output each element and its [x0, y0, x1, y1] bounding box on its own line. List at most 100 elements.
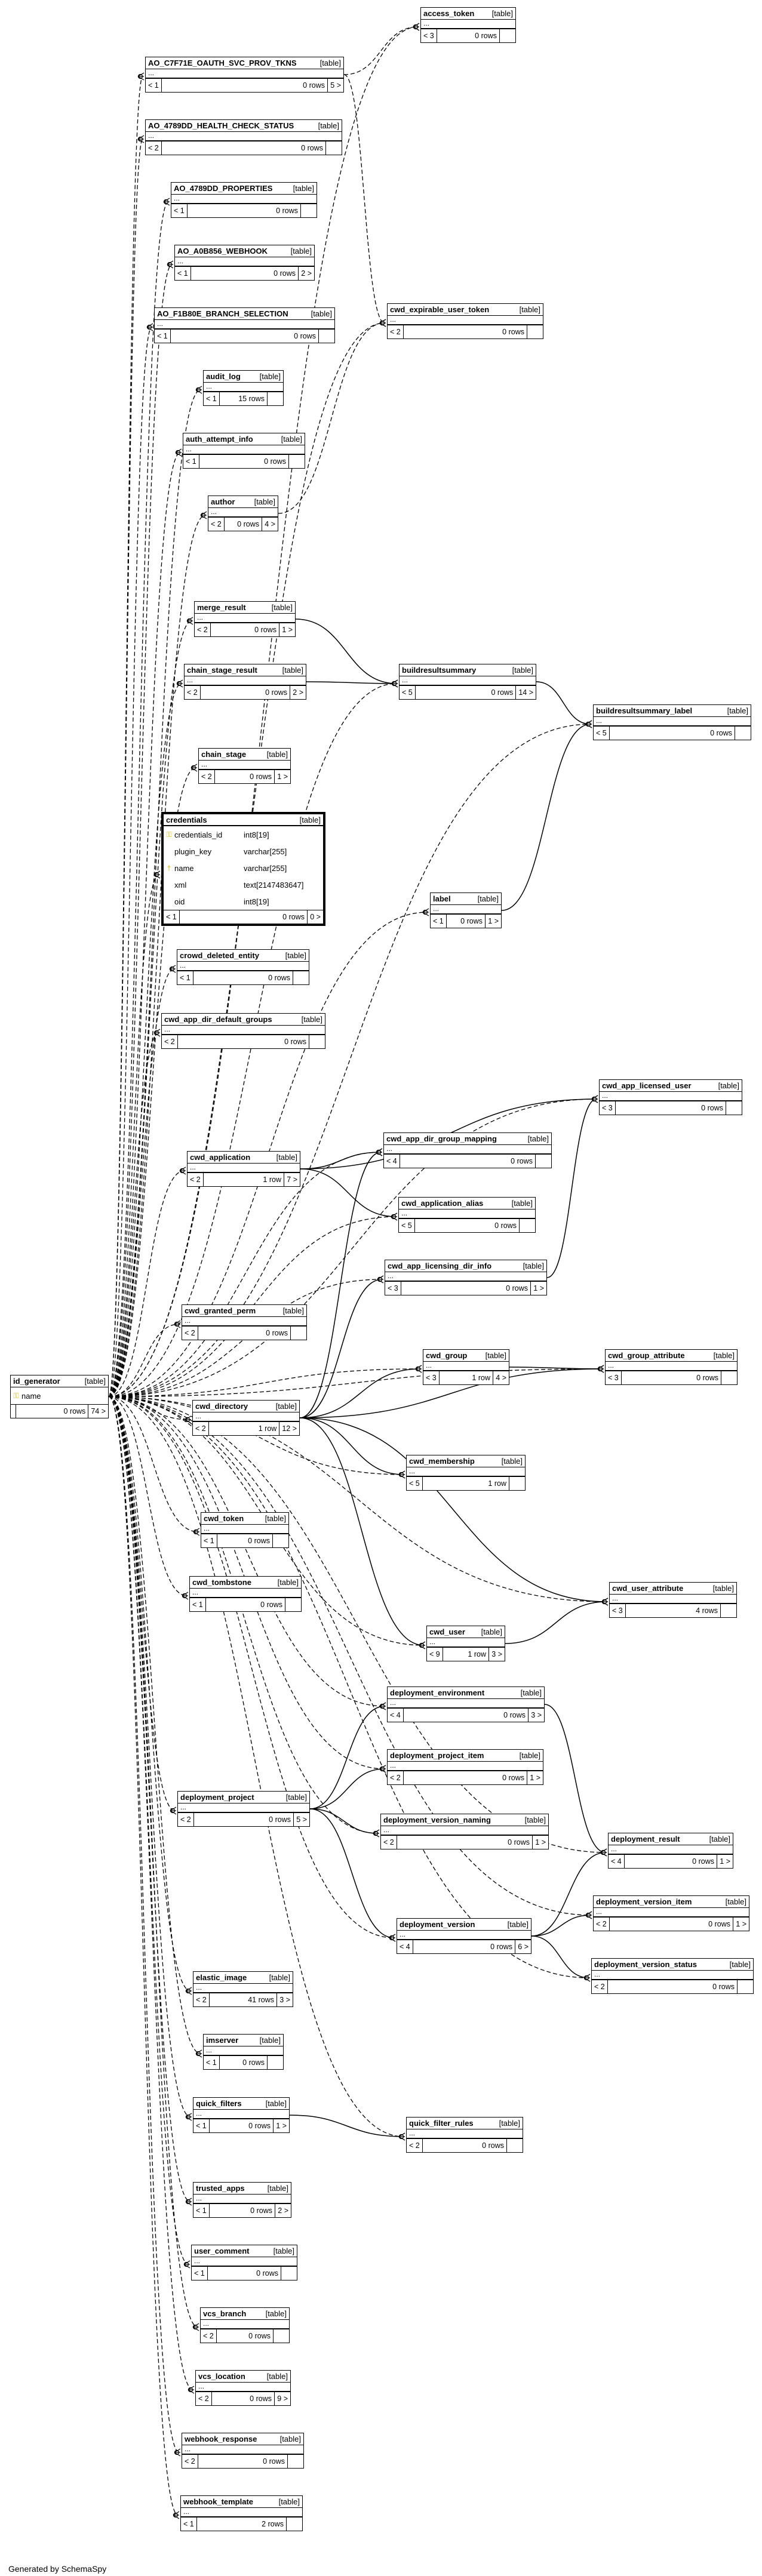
row-count[interactable]: 0 rows [220, 2056, 268, 2069]
child-count[interactable]: 1 > [535, 1838, 546, 1846]
parent-count[interactable]: < 2 [146, 141, 162, 155]
row-count[interactable]: 0 rows [162, 79, 328, 92]
child-count[interactable]: 1 > [736, 1920, 746, 1928]
row-count[interactable]: 0 rows [191, 267, 299, 280]
parent-count[interactable]: < 1 [181, 2517, 197, 2531]
row-count[interactable]: 0 rows [610, 1918, 733, 1931]
parent-count[interactable]: < 2 [196, 2392, 212, 2405]
child-count[interactable]: 1 > [530, 1774, 540, 1782]
child-count[interactable]: 1 > [533, 1284, 544, 1292]
row-count[interactable]: 0 rows [447, 915, 486, 928]
row-count[interactable]: 1 row [440, 1371, 493, 1384]
child-count[interactable]: 5 > [330, 81, 341, 90]
row-count[interactable]: 0 rows [217, 2329, 274, 2343]
row-count[interactable]: 0 rows [400, 1155, 536, 1168]
child-count[interactable] [721, 1604, 736, 1617]
child-count[interactable]: 9 > [277, 2395, 288, 2403]
parent-count[interactable]: < 1 [193, 2119, 210, 2132]
row-count[interactable]: 0 rows [171, 330, 319, 343]
child-count[interactable]: 1 > [720, 1857, 730, 1866]
child-count[interactable]: 3 > [279, 1996, 290, 2004]
child-count[interactable] [726, 1101, 742, 1115]
row-count[interactable]: 0 rows [193, 971, 293, 984]
parent-count[interactable] [11, 1405, 16, 1418]
child-count[interactable] [507, 2139, 523, 2152]
parent-count[interactable]: < 4 [609, 1855, 625, 1868]
row-count[interactable]: 15 rows [220, 392, 268, 405]
parent-count[interactable]: < 1 [193, 2204, 210, 2217]
row-count[interactable]: 0 rows [199, 455, 289, 468]
child-count[interactable]: 7 > [287, 1175, 297, 1184]
child-count[interactable]: 1 > [282, 626, 293, 634]
row-count[interactable]: 0 rows [210, 2119, 274, 2132]
parent-count[interactable]: < 3 [421, 29, 437, 42]
child-count[interactable]: 6 > [518, 1943, 529, 1951]
parent-count[interactable]: < 1 [431, 915, 447, 928]
parent-count[interactable]: < 2 [182, 2455, 198, 2468]
parent-count[interactable]: < 5 [400, 686, 416, 699]
table-node-ao-c7f71e[interactable]: AO_C7F71E_OAUTH_SVC_PROV_TKNS[table]...<… [145, 57, 344, 93]
parent-count[interactable]: < 1 [164, 910, 180, 924]
row-count[interactable]: 0 rows [212, 2392, 275, 2405]
parent-count[interactable]: < 2 [592, 1980, 608, 1993]
row-count[interactable]: 2 rows [197, 2517, 287, 2531]
row-count[interactable]: 0 rows [437, 29, 500, 42]
parent-count[interactable]: < 2 [594, 1918, 610, 1931]
row-count[interactable]: 0 rows [413, 1940, 515, 1953]
row-count[interactable]: 0 rows [211, 623, 279, 636]
child-count[interactable]: 4 > [496, 1374, 506, 1382]
child-count[interactable] [287, 2517, 302, 2531]
child-count[interactable] [288, 2455, 303, 2468]
parent-count[interactable]: < 1 [171, 204, 188, 217]
parent-count[interactable]: < 2 [162, 1035, 178, 1048]
row-count[interactable]: 0 rows [423, 2139, 507, 2152]
parent-count[interactable]: < 5 [407, 1477, 423, 1490]
child-count[interactable] [293, 971, 309, 984]
child-count[interactable] [301, 204, 317, 217]
row-count[interactable]: 0 rows [416, 686, 517, 699]
parent-count[interactable]: < 2 [199, 770, 215, 783]
parent-count[interactable]: < 1 [204, 392, 220, 405]
child-count[interactable] [281, 2267, 297, 2280]
parent-count[interactable]: < 1 [183, 455, 199, 468]
parent-count[interactable]: < 2 [407, 2139, 423, 2152]
parent-count[interactable]: < 3 [606, 1371, 622, 1384]
parent-count[interactable]: < 1 [175, 267, 191, 280]
child-count[interactable] [509, 1477, 525, 1490]
parent-count[interactable]: < 1 [155, 330, 171, 343]
child-count[interactable]: 4 > [265, 520, 275, 528]
row-count[interactable]: 1 row [423, 1477, 509, 1490]
parent-count[interactable]: < 2 [388, 1771, 404, 1784]
row-count[interactable]: 0 rows [217, 1534, 273, 1547]
child-count[interactable] [309, 1035, 325, 1048]
child-count[interactable] [268, 2056, 283, 2069]
parent-count[interactable]: < 1 [146, 79, 162, 92]
parent-count[interactable]: < 2 [201, 2329, 217, 2343]
parent-count[interactable]: < 2 [182, 1327, 198, 1340]
child-count[interactable] [291, 1327, 306, 1340]
parent-count[interactable]: < 5 [399, 1219, 415, 1232]
parent-count[interactable]: < 2 [178, 1813, 194, 1826]
parent-count[interactable]: < 4 [397, 1940, 413, 1953]
child-count[interactable]: 1 > [277, 773, 288, 781]
child-count[interactable]: 1 > [276, 2122, 287, 2130]
row-count[interactable]: 0 rows [225, 518, 262, 531]
parent-count[interactable]: < 2 [188, 1173, 204, 1186]
row-count[interactable]: 0 rows [401, 1282, 531, 1295]
